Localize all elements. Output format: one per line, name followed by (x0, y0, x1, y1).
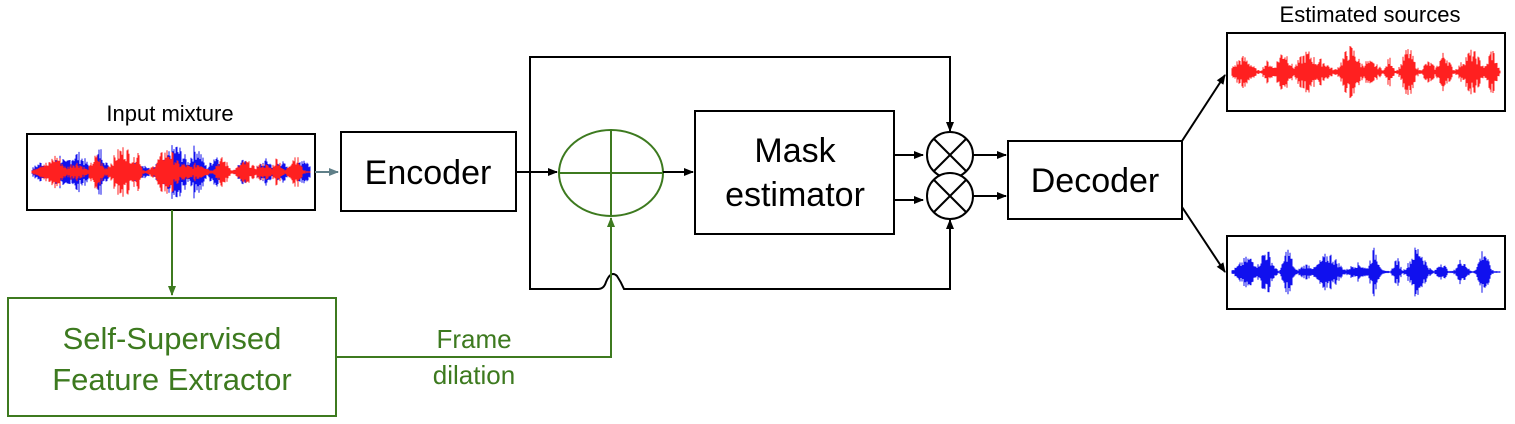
estimated-sources-label: Estimated sources (1280, 2, 1461, 27)
mask-estimator-label-line2: estimator (725, 176, 865, 214)
ssl-feature-extractor-block (7, 297, 337, 417)
mask-estimator-block (694, 110, 895, 235)
encoder-label: Encoder (365, 154, 492, 192)
multiplier-bottom (926, 172, 974, 220)
source2-waveform (1231, 247, 1501, 297)
decoder-to-source1-arrow (1181, 74, 1226, 142)
encoder-skip-top-path (529, 56, 954, 172)
encoder-block (340, 131, 517, 212)
decoder-label: Decoder (1031, 162, 1160, 200)
frame-dilation-label-line2: dilation (433, 360, 515, 390)
decoder-block (1007, 140, 1183, 220)
input-mixture-waveform (31, 145, 311, 199)
mask-estimator-label-line1: Mask (754, 132, 836, 170)
source1-waveform (1231, 46, 1501, 98)
decoder-to-source2-arrow (1181, 206, 1226, 273)
frame-dilation-label-line1: Frame (436, 324, 511, 354)
input-mixture-label: Input mixture (106, 101, 233, 126)
ssl-label-line2: Feature Extractor (52, 362, 291, 397)
ssl-to-adder-path (336, 217, 615, 358)
ssl-label-line1: Self-Supervised (63, 321, 282, 356)
multiplier-top (926, 131, 974, 179)
